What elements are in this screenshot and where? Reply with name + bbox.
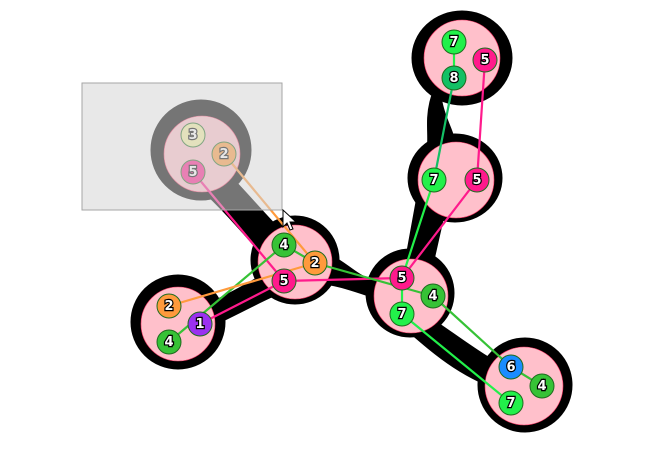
node-circle[interactable] xyxy=(421,167,447,193)
node-label: 5 xyxy=(279,274,288,289)
node-hub-l-2[interactable]: 2 xyxy=(156,293,182,319)
mouse-cursor-icon xyxy=(282,208,298,231)
edge-hub-cl-5-hub-l-1 xyxy=(198,279,286,326)
node-label: 7 xyxy=(429,173,438,188)
node-circle[interactable] xyxy=(271,232,297,258)
edge-hub-cr-4-hub-br-6 xyxy=(431,294,513,369)
node-label: 2 xyxy=(310,256,319,271)
node-label: 1 xyxy=(195,317,204,332)
node-label: 2 xyxy=(164,299,173,314)
node-hub-cr-4[interactable]: 4 xyxy=(420,283,446,309)
edge-hub-cl-2-hub-l-2 xyxy=(167,261,317,308)
node-label: 7 xyxy=(449,35,458,50)
node-hub-br-7[interactable]: 7 xyxy=(498,390,524,416)
node-hub-cl-5[interactable]: 5 xyxy=(271,268,297,294)
node-circle[interactable] xyxy=(498,390,524,416)
edge-hub-cr-7-hub-br-7 xyxy=(400,312,513,405)
node-circle[interactable] xyxy=(302,250,328,276)
edge-hub-cl-2-hub-cr-4 xyxy=(313,261,435,298)
node-circle[interactable] xyxy=(498,354,524,380)
node-circle[interactable] xyxy=(464,167,490,193)
node-label: 6 xyxy=(506,360,515,375)
node-circle[interactable] xyxy=(187,311,213,337)
node-label: 4 xyxy=(428,289,437,304)
node-label: 5 xyxy=(472,173,481,188)
node-hub-l-1[interactable]: 1 xyxy=(187,311,213,337)
node-hub-top-5[interactable]: 5 xyxy=(472,47,498,73)
node-hub-top-8[interactable]: 8 xyxy=(441,65,467,91)
node-circle[interactable] xyxy=(389,301,415,327)
node-circle[interactable] xyxy=(156,329,182,355)
node-circle[interactable] xyxy=(420,283,446,309)
edge-hub-top-5-hub-ur-5 xyxy=(475,58,487,182)
node-circle[interactable] xyxy=(389,265,415,291)
edge-hub-top-8-hub-ur-7 xyxy=(432,76,456,182)
node-circle[interactable] xyxy=(441,29,467,55)
node-hub-l-4[interactable]: 4 xyxy=(156,329,182,355)
node-hub-br-4[interactable]: 4 xyxy=(529,373,555,399)
node-hub-top-7[interactable]: 7 xyxy=(441,29,467,55)
node-hub-ur-5[interactable]: 5 xyxy=(464,167,490,193)
node-circle[interactable] xyxy=(441,65,467,91)
node-circle[interactable] xyxy=(529,373,555,399)
node-hub-br-6[interactable]: 6 xyxy=(498,354,524,380)
node-hub-cr-7[interactable]: 7 xyxy=(389,301,415,327)
node-label: 4 xyxy=(164,335,173,350)
edge-hub-cl-5-hub-cr-5 xyxy=(282,276,404,283)
node-hub-ur-7[interactable]: 7 xyxy=(421,167,447,193)
edge-hub-ur-7-hub-cr-5 xyxy=(400,178,436,280)
node-hub-cl-2[interactable]: 2 xyxy=(302,250,328,276)
node-hub-cl-4[interactable]: 4 xyxy=(271,232,297,258)
selection-box[interactable] xyxy=(81,82,283,211)
node-circle[interactable] xyxy=(271,268,297,294)
node-label: 4 xyxy=(279,238,288,253)
node-label: 7 xyxy=(397,307,406,322)
node-label: 5 xyxy=(480,53,489,68)
node-label: 5 xyxy=(397,271,406,286)
node-label: 7 xyxy=(506,396,515,411)
node-hub-cr-5[interactable]: 5 xyxy=(389,265,415,291)
node-label: 8 xyxy=(449,71,458,86)
node-label: 4 xyxy=(537,379,546,394)
node-circle[interactable] xyxy=(472,47,498,73)
edge-hub-ur-5-hub-cr-5 xyxy=(400,178,479,280)
node-circle[interactable] xyxy=(156,293,182,319)
